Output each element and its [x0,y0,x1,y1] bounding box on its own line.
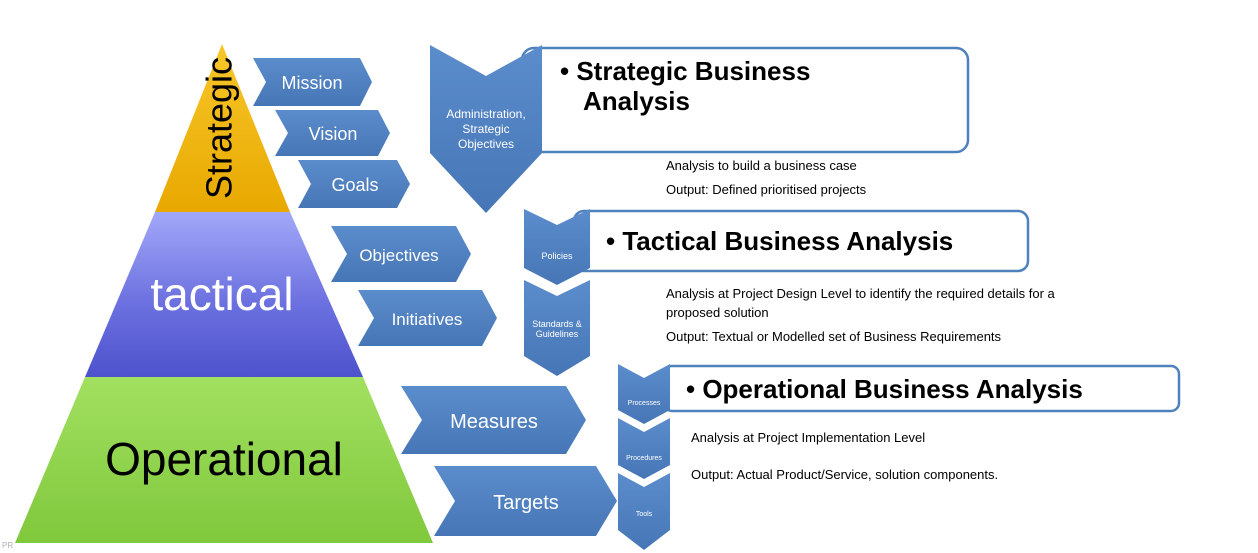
arrow-measures: Measures [401,386,586,454]
arrow-goals: Goals [298,160,410,208]
arrow-measures-label: Measures [450,411,538,433]
arrow-targets: Targets [434,466,617,536]
arrow-goals-label: Goals [331,175,378,195]
chevron-administration [430,45,542,213]
operational-description-2: Output: Actual Product/Service, solution… [691,467,998,482]
chevron-policies [524,209,590,285]
operational-analysis-title: • Operational Business Analysis [686,374,1083,404]
chevron-standards-line1: Standards & [532,319,582,329]
tactical-description-2: proposed solution [666,305,769,320]
watermark: PR [2,541,13,550]
chevron-administration-line3: Objectives [458,137,514,151]
pyramid-label-operational: Operational [105,433,343,485]
pyramid-tactical-tier [85,212,363,377]
arrow-mission-label: Mission [281,73,342,93]
chevron-processes-label: Processes [628,400,661,407]
chevron-standards [524,280,590,376]
pyramid-strategic-tier [155,44,290,212]
arrow-initiatives: Initiatives [358,290,497,346]
arrow-vision: Vision [275,110,390,156]
chevron-administration-line2: Strategic [462,122,509,136]
strategic-analysis-title-line2: Analysis [583,86,690,116]
tactical-description-3: Output: Textual or Modelled set of Busin… [666,329,1002,344]
strategic-analysis-title-line1: • Strategic Business [560,56,810,86]
arrow-objectives-label: Objectives [359,246,438,265]
chevron-policies-label: Policies [541,251,573,261]
arrow-vision-label: Vision [309,124,358,144]
pyramid-label-tactical: tactical [150,268,293,320]
chevron-administration-line1: Administration, [446,107,525,121]
chevron-tools-label: Tools [636,511,653,518]
tactical-analysis-title: • Tactical Business Analysis [606,226,953,256]
chevron-tools [618,473,670,550]
strategic-description-2: Output: Defined prioritised projects [666,182,867,197]
chevron-procedures-label: Procedures [626,455,662,462]
strategic-description-1: Analysis to build a business case [666,158,857,173]
arrow-mission: Mission [253,58,372,106]
arrow-initiatives-label: Initiatives [392,310,463,329]
operational-description-1: Analysis at Project Implementation Level [691,430,925,445]
arrow-objectives: Objectives [331,226,471,282]
chevron-procedures [618,418,670,479]
tactical-description-1: Analysis at Project Design Level to iden… [666,286,1056,301]
pyramid-label-strategic: Strategic [199,57,240,199]
chevron-standards-line2: Guidelines [536,329,579,339]
chevron-processes [618,364,670,424]
arrow-targets-label: Targets [493,492,559,514]
pyramid-operational-tier [15,377,433,543]
